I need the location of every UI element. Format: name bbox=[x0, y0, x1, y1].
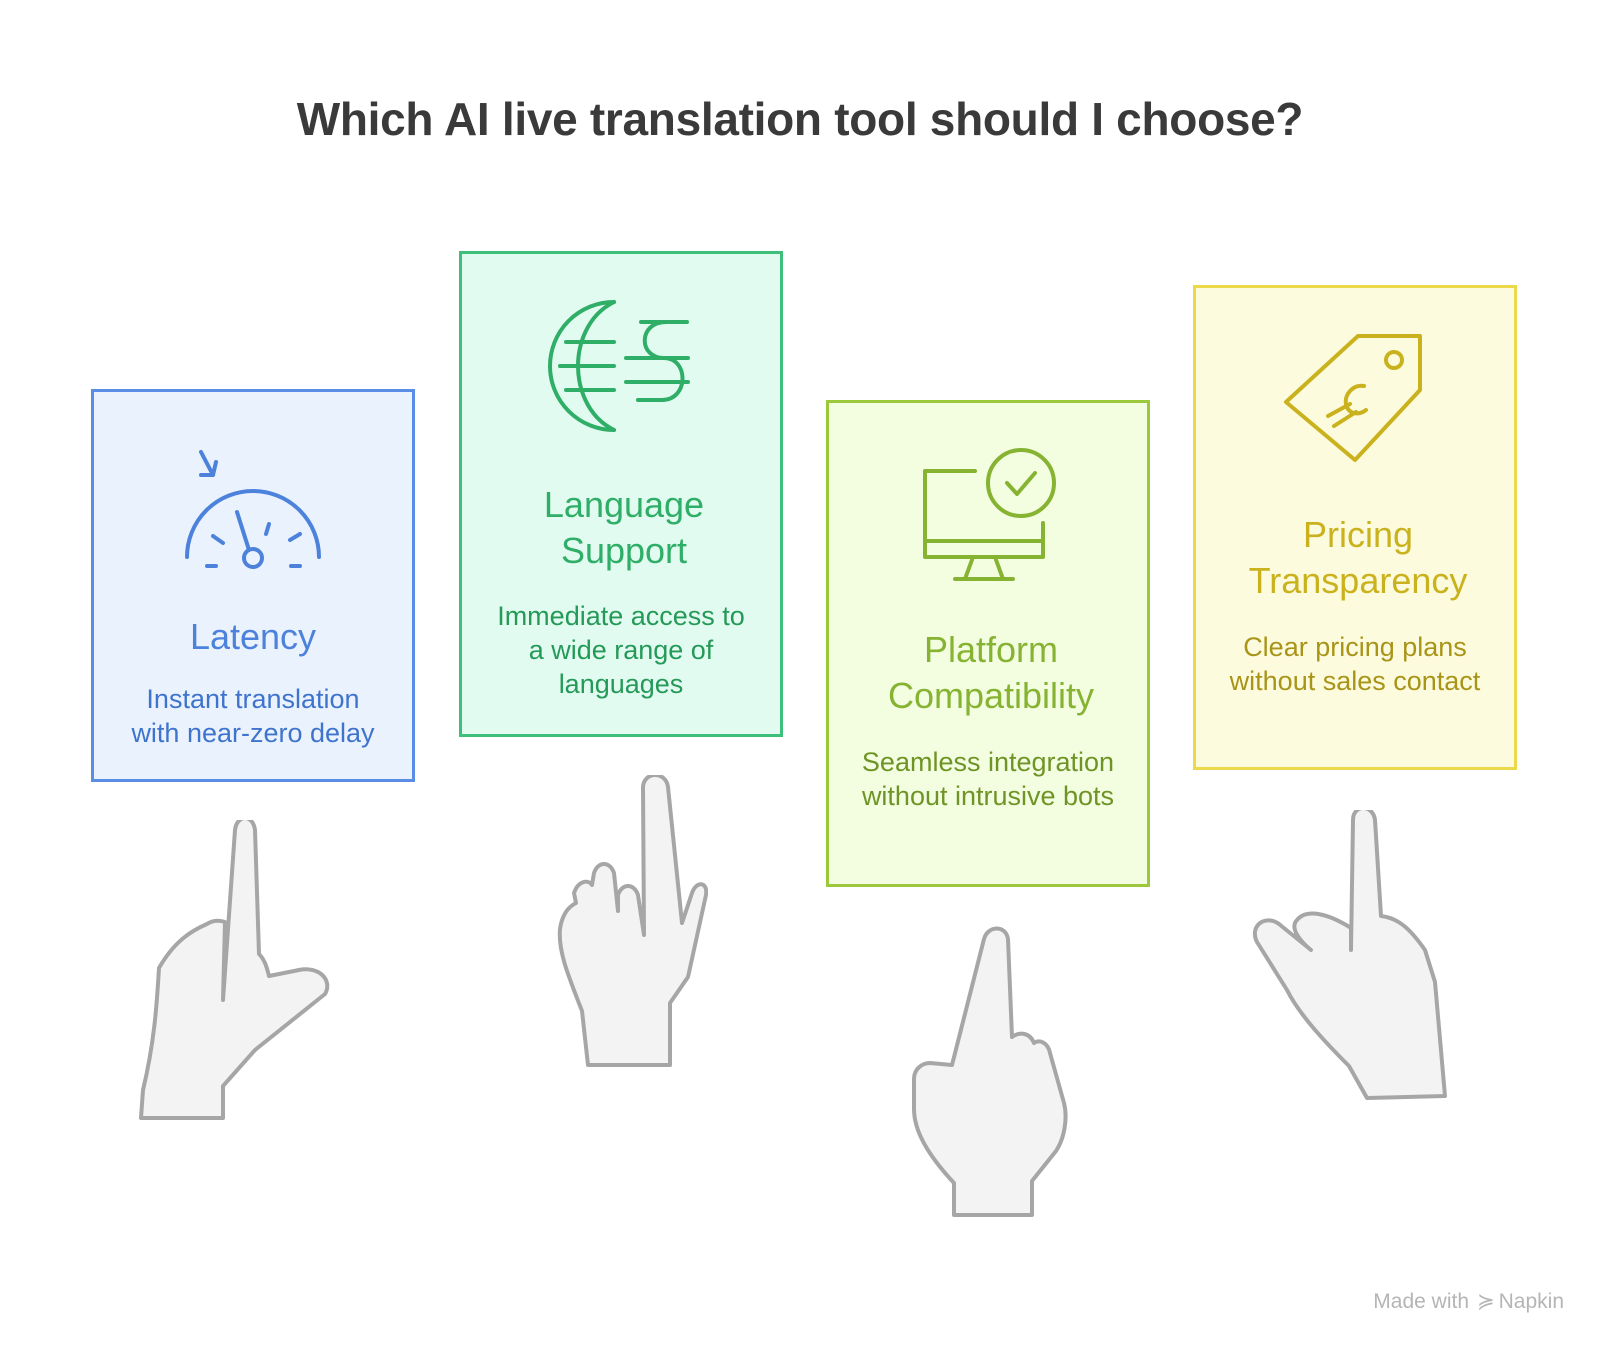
napkin-logo-icon: ≽ bbox=[1477, 1290, 1495, 1313]
card-description: Clear pricing plans without sales contac… bbox=[1229, 632, 1481, 696]
pointing-hand-icon bbox=[557, 775, 708, 1067]
card-pricing-transparency: Pricing Transparency Clear pricing plans… bbox=[1193, 285, 1517, 770]
card-heading: Latency bbox=[189, 616, 317, 657]
watermark-prefix: Made with bbox=[1373, 1290, 1470, 1313]
card-description: Seamless integration without intrusive b… bbox=[861, 747, 1115, 811]
watermark: Made with ≽Napkin bbox=[1373, 1289, 1564, 1314]
page-title: Which AI live translation tool should I … bbox=[296, 93, 1304, 145]
watermark-brand: Napkin bbox=[1498, 1290, 1564, 1313]
card-description: Immediate access to a wide range of lang… bbox=[497, 601, 745, 699]
card-heading: Language Support bbox=[543, 484, 705, 571]
card-heading: Pricing Transparency bbox=[1248, 514, 1468, 601]
globe-language-icon bbox=[548, 300, 690, 432]
pointing-hand-icon bbox=[912, 926, 1068, 1217]
pointing-hand-icon bbox=[1253, 810, 1447, 1100]
card-description: Instant translation with near-zero delay bbox=[131, 684, 375, 748]
price-tag-icon bbox=[1284, 334, 1422, 462]
card-heading: Platform Compatibility bbox=[887, 629, 1095, 716]
monitor-check-icon bbox=[923, 448, 1056, 581]
pointing-hand-icon bbox=[139, 820, 330, 1120]
card-latency: Latency Instant translation with near-ze… bbox=[91, 389, 415, 782]
card-platform-compatibility: Platform Compatibility Seamless integrat… bbox=[826, 400, 1150, 887]
card-language-support: Language Support Immediate access to a w… bbox=[459, 251, 783, 737]
speedometer-icon bbox=[185, 450, 321, 569]
